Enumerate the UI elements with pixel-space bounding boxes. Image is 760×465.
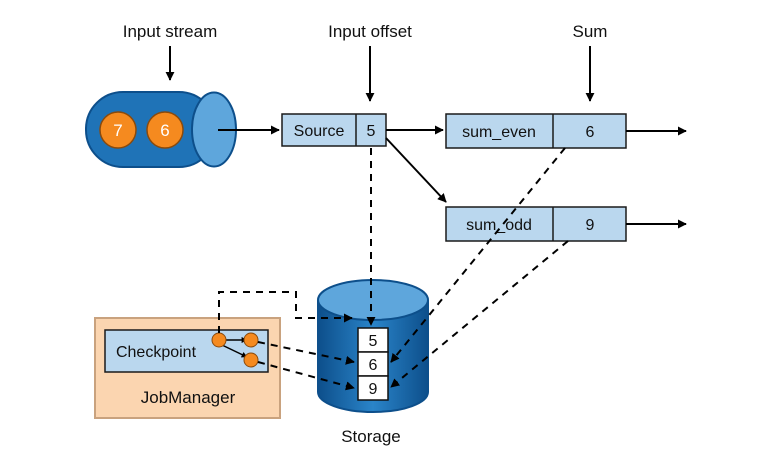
sum-even-value: 6 — [586, 124, 595, 141]
checkpoint-label: Checkpoint — [116, 344, 197, 361]
checkpoint-box — [104, 329, 269, 373]
source-operator: Source 5 — [281, 113, 387, 147]
storage-value: 5 — [369, 333, 378, 350]
jobmanager-box: Checkpoint JobManager — [94, 317, 281, 419]
label-storage: Storage — [341, 427, 401, 446]
label-sum: Sum — [573, 22, 608, 41]
storage-cell — [357, 351, 389, 377]
label-input-offset: Input offset — [328, 22, 412, 41]
checkpoint-arrow-to-storage-top — [218, 291, 353, 333]
label-input-stream: Input stream — [123, 22, 218, 41]
sum-even-operator: sum_even 6 — [445, 113, 627, 149]
source-offset: 5 — [367, 123, 376, 140]
storage-cylinder: 5 6 9 — [317, 279, 429, 413]
source-name: Source — [294, 123, 345, 140]
arrow-source-to-sum-odd — [385, 137, 447, 203]
checkpoint-ack-circle — [243, 332, 259, 348]
snapshot-arrow-sum-even — [390, 147, 566, 363]
jobmanager-label: JobManager — [141, 388, 236, 407]
storage-value: 9 — [369, 381, 378, 398]
input-stream-pipe: 7 6 — [85, 91, 237, 168]
stream-event-label: 6 — [160, 121, 169, 140]
checkpoint-inner-arrow — [221, 344, 248, 358]
sum-even-name: sum_even — [462, 124, 536, 141]
sum-odd-name: sum_odd — [466, 217, 532, 234]
sum-odd-operator: sum_odd 9 — [445, 206, 627, 242]
checkpoint-arrow-to-storage-bottom — [257, 361, 355, 391]
storage-cell — [357, 375, 389, 401]
checkpoint-trigger-circle — [211, 332, 227, 348]
stream-event-circle — [99, 111, 137, 149]
stream-event-circle — [146, 111, 184, 149]
stream-event-label: 7 — [113, 121, 122, 140]
storage-value: 6 — [369, 357, 378, 374]
sum-odd-value: 9 — [586, 217, 595, 234]
checkpoint-arrow-to-storage-mid — [257, 341, 355, 365]
checkpoint-ack-circle — [243, 352, 259, 368]
